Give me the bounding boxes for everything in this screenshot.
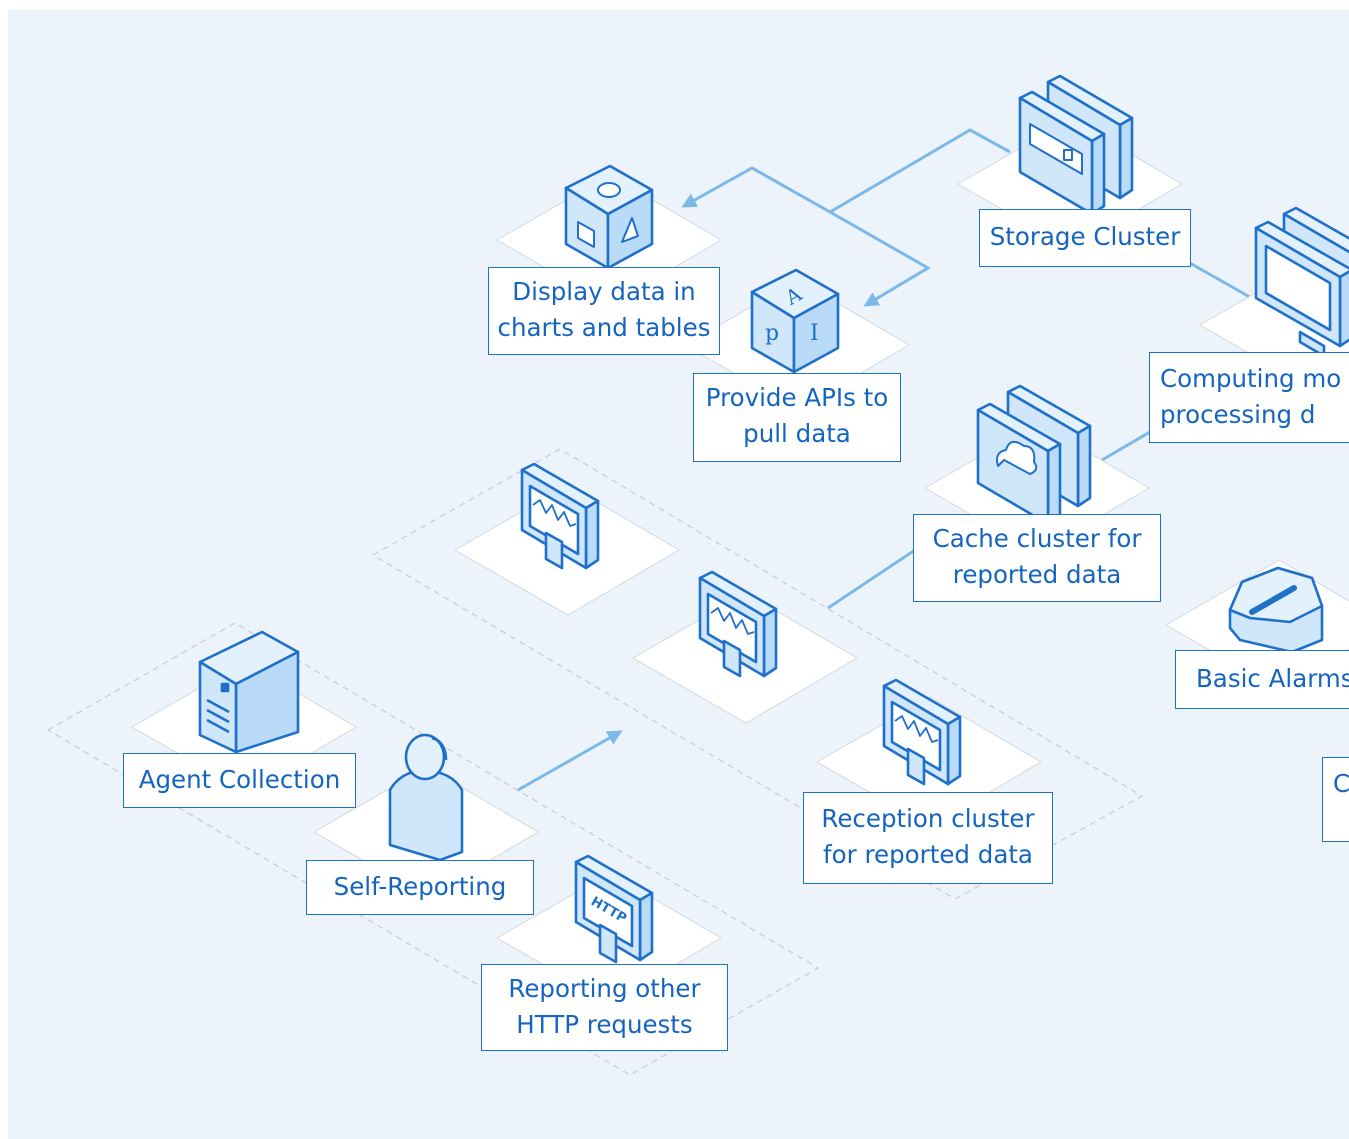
line-storage-to-computing	[1187, 260, 1256, 302]
alarm-light-icon	[1228, 566, 1324, 654]
server-tower-icon	[198, 630, 300, 754]
reception-cluster-label: Reception cluster for reported data	[803, 792, 1053, 884]
arrow-sources-to-reception	[517, 730, 623, 792]
self-reporting-label: Self-Reporting	[306, 860, 534, 915]
shapes-cube-icon	[564, 164, 654, 270]
computing-label: Computing mo processing d	[1149, 352, 1349, 443]
partial-node-label: C	[1322, 757, 1349, 842]
cache-cluster-label: Cache cluster for reported data	[913, 514, 1161, 602]
api-letter-p: p	[765, 321, 779, 346]
provide-apis-label: Provide APIs to pull data	[693, 373, 901, 462]
person-icon	[388, 733, 464, 862]
api-cube-icon: A p I	[750, 268, 840, 374]
line-storage-to-junction	[829, 128, 1011, 214]
http-monitor-icon: HTTP	[574, 854, 654, 964]
agent-collection-label: Agent Collection	[123, 753, 356, 808]
storage-cluster-label: Storage Cluster	[979, 209, 1191, 267]
reception-group-outline	[371, 448, 1144, 900]
arrow-to-display	[681, 166, 831, 214]
waveform-monitor-icon	[698, 570, 778, 678]
http-requests-label: Reporting other HTTP requests	[481, 964, 728, 1051]
waveform-monitor-icon	[882, 678, 962, 786]
display-data-label: Display data in charts and tables	[488, 267, 720, 355]
line-reception-to-cache	[827, 548, 916, 610]
basic-alarms-label: Basic Alarms	[1175, 650, 1349, 709]
line-cache-to-computing	[1101, 430, 1151, 462]
storage-servers-icon	[1018, 74, 1134, 216]
arrow-to-apis	[829, 210, 931, 307]
source-group-outline	[46, 622, 820, 1076]
cloud-servers-icon	[976, 384, 1092, 526]
display-monitors-icon	[1254, 206, 1349, 358]
flow-lines	[517, 128, 1256, 792]
waveform-monitor-icon	[520, 462, 600, 570]
api-letter-i: I	[810, 321, 819, 346]
